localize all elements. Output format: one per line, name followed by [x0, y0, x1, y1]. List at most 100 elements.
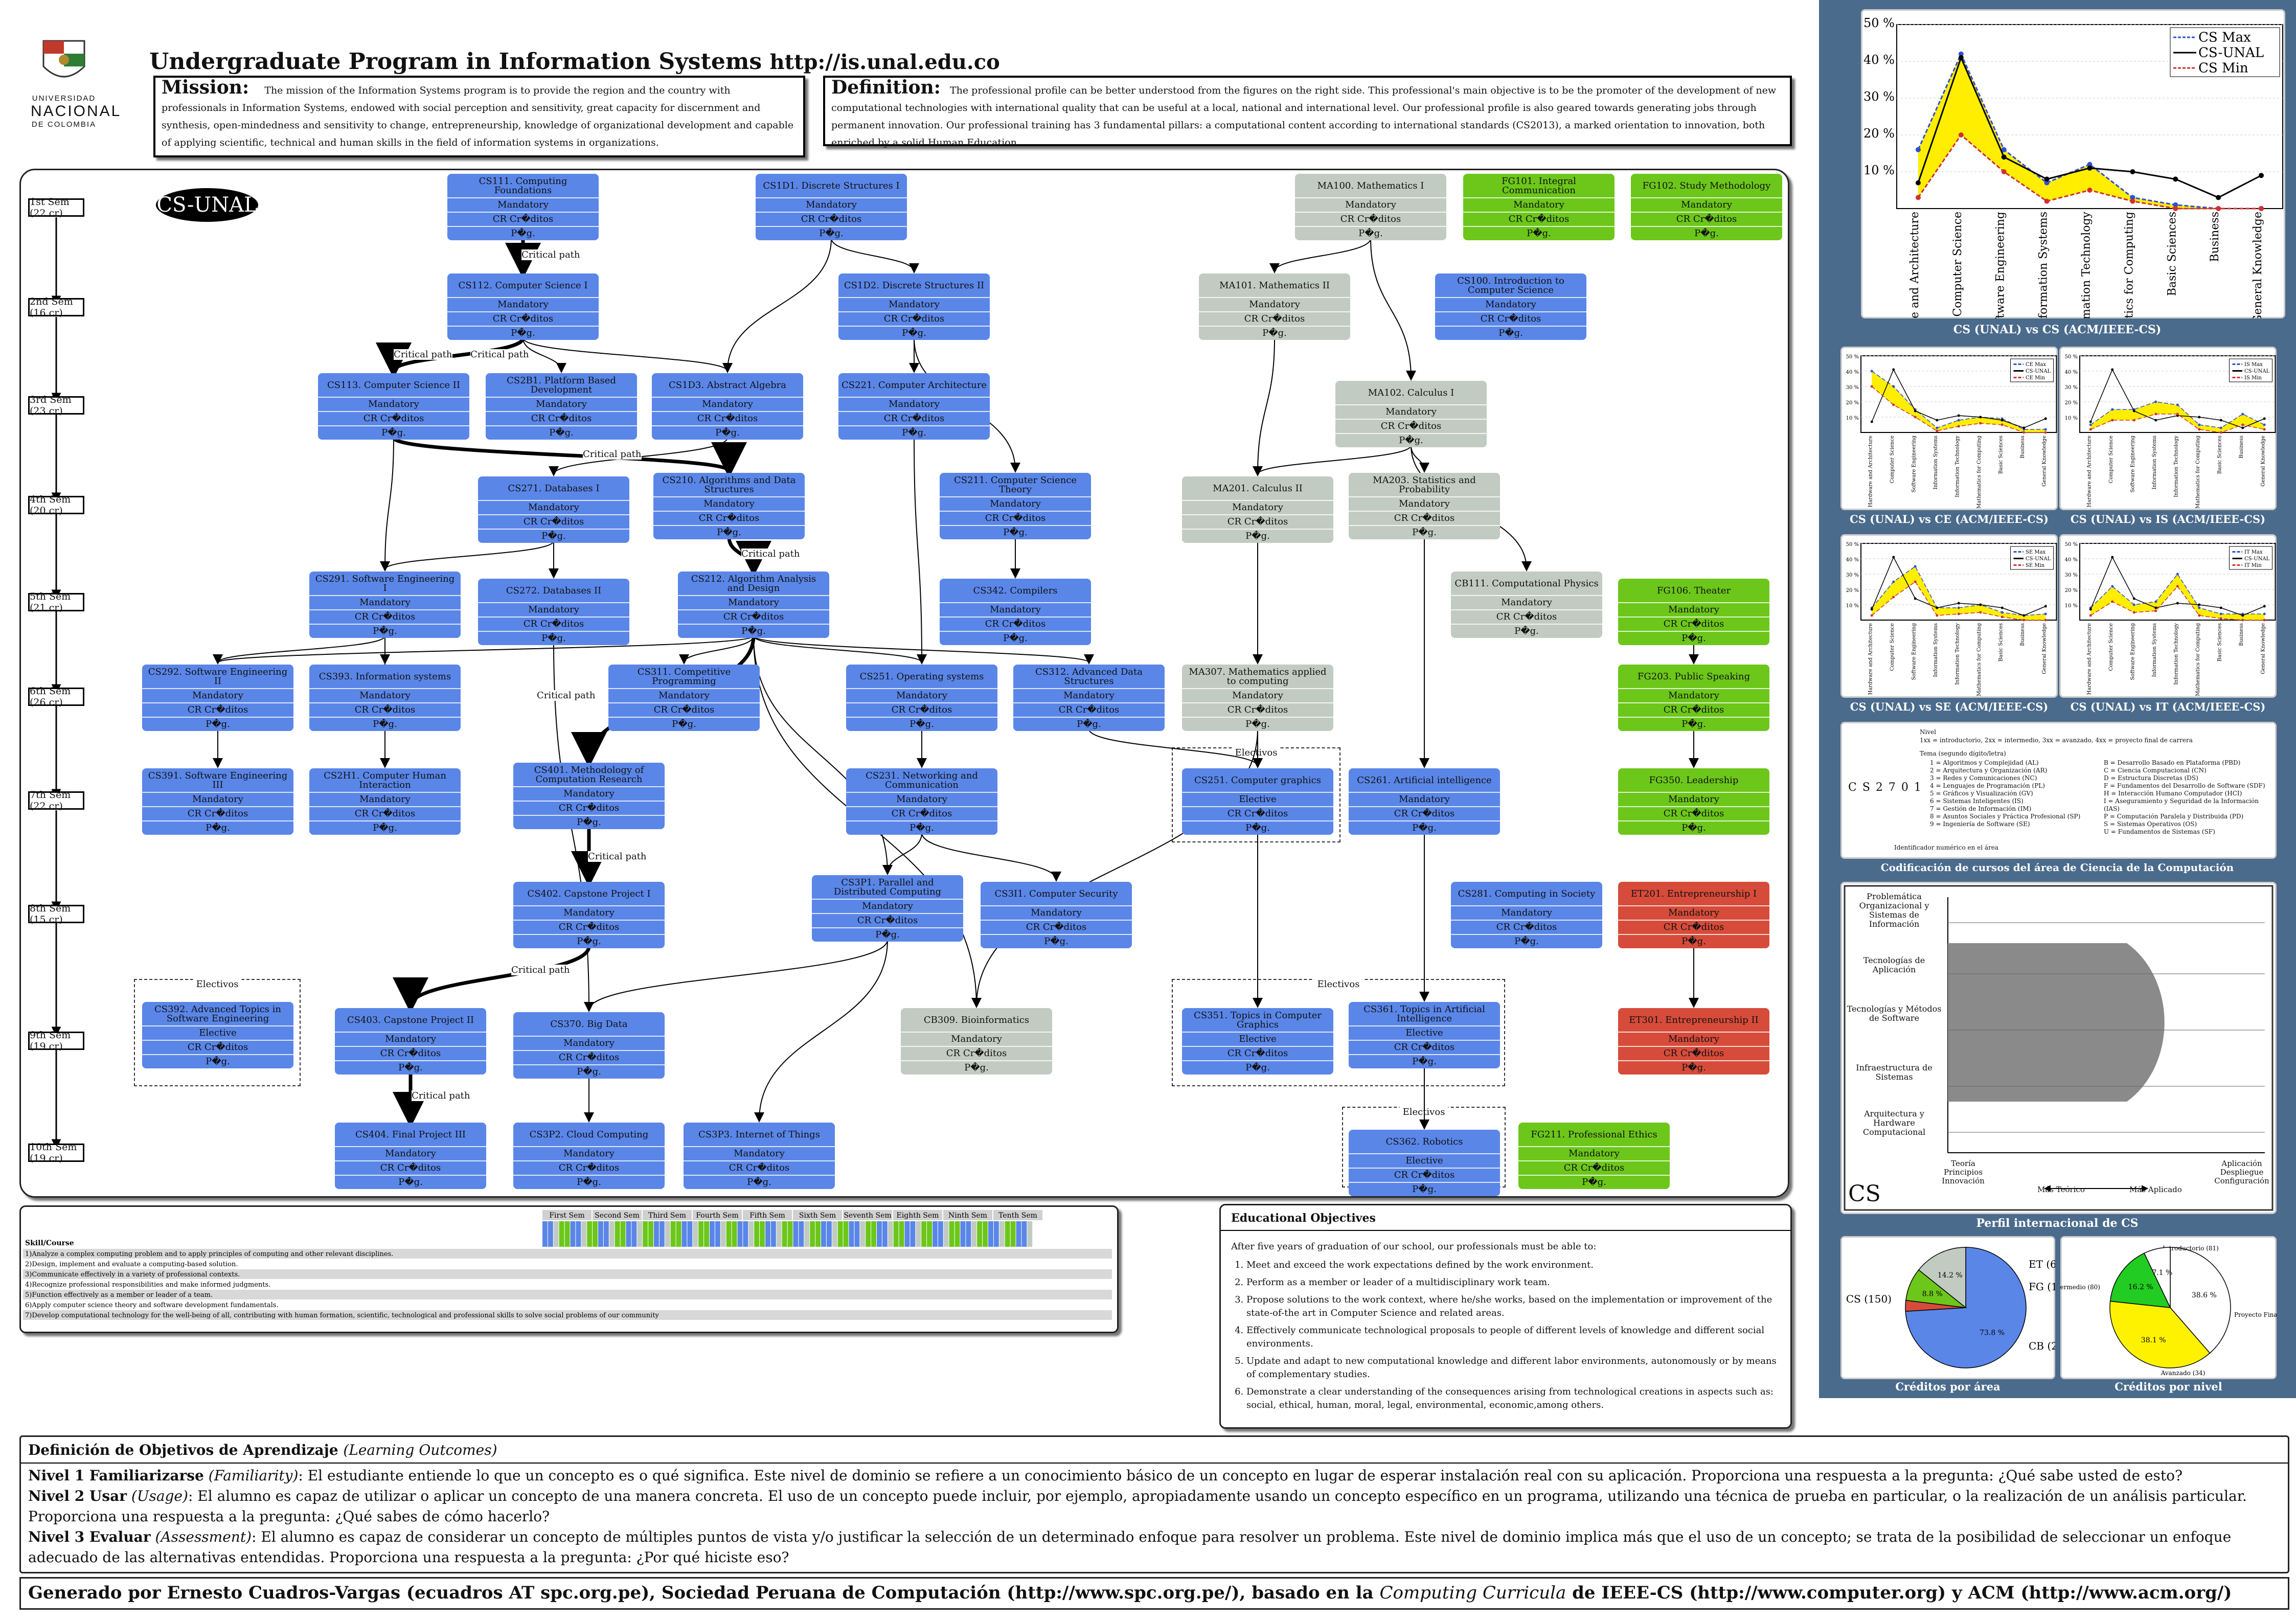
- course-cs361[interactable]: CS361. Topics in Artificial Intelligence…: [1349, 1002, 1500, 1068]
- course-kind: Mandatory: [1618, 602, 1769, 616]
- level1-head: Nivel 1 Familiarizarse: [28, 1467, 204, 1484]
- data-point: [2176, 413, 2179, 416]
- prerequisite-arrow: [1269, 238, 1371, 273]
- course-title: CS311. Competitive Programming: [637, 667, 731, 687]
- x-tick-label: Mathematics for Computing: [2195, 435, 2201, 508]
- data-point: [2001, 154, 2007, 160]
- y-tick-label: 10 %: [1846, 416, 1859, 421]
- course-title: CS291. Software Engineering I: [315, 574, 455, 593]
- prerequisite-arrow: [722, 238, 832, 373]
- course-credits: CR Cr�ditos: [1182, 702, 1333, 717]
- critical-path-arrow: [392, 437, 746, 478]
- matrix-course-col: [743, 1221, 748, 1247]
- course-credits: CR Cr�ditos: [335, 1046, 486, 1060]
- course-title: MA201. Calculus II: [1213, 483, 1303, 494]
- course-kind: Mandatory: [1463, 197, 1615, 212]
- data-point: [2154, 609, 2157, 612]
- course-credits: CR Cr�ditos: [1618, 1046, 1769, 1060]
- matrix-course-col: [916, 1221, 921, 1247]
- y-tick-label: 40 %: [1846, 557, 1859, 563]
- data-point: [2176, 403, 2179, 406]
- course-pages: P�g.: [838, 326, 990, 340]
- data-point: [1870, 370, 1873, 373]
- data-point: [2044, 431, 2047, 434]
- matrix-course-col: [810, 1221, 815, 1247]
- title-url[interactable]: http://is.unal.edu.co: [769, 50, 1000, 74]
- course-credits: CR Cr�ditos: [1349, 806, 1500, 820]
- data-point: [2087, 162, 2093, 167]
- legend-label: IT Max: [2244, 550, 2263, 555]
- course-cs3p1[interactable]: CS3P1. Parallel and Distributed Computin…: [812, 875, 963, 942]
- course-pages: P�g.: [447, 326, 599, 340]
- x-tick-label: Software Engineering: [1911, 435, 1917, 492]
- cs-vs-se-chart: 10 %20 %30 %40 %50 %Hardware and Archite…: [1846, 542, 2057, 696]
- course-title: CS391. Software Engineering III: [148, 770, 288, 790]
- semester-8: 8th Sem (15 cr): [28, 903, 84, 925]
- legend-label: CS-UNAL: [2026, 556, 2051, 562]
- data-point: [1870, 385, 1873, 388]
- pie-slice: [1918, 1247, 1966, 1309]
- matrix-course-col: [793, 1221, 799, 1247]
- course-cs392[interactable]: CS392. Advanced Topics in Software Engin…: [142, 1002, 293, 1068]
- data-point: [2089, 608, 2092, 611]
- x-tick-label: Hardware and Architecture: [1868, 436, 1873, 507]
- course-cs401[interactable]: CS401. Methodology of Computation Resear…: [513, 763, 665, 829]
- data-point: [2198, 606, 2201, 609]
- level2-text: : El alumno es capaz de utilizar o aplic…: [28, 1488, 2247, 1525]
- data-point: [2132, 409, 2135, 413]
- course-credits: CR Cr�ditos: [1631, 212, 1782, 226]
